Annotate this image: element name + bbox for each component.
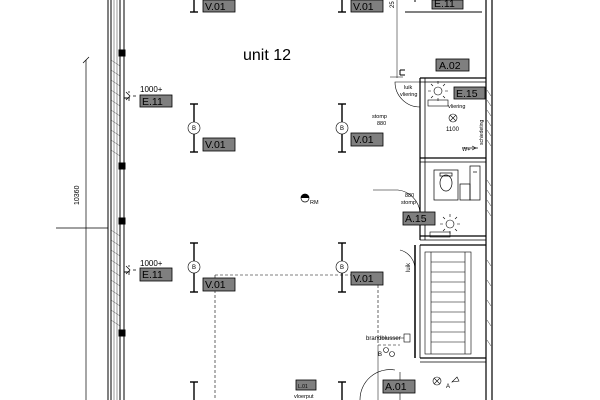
tag-l01: L.01: [295, 379, 317, 391]
fire-rating-upper: 1000+: [140, 85, 163, 94]
w-plus-label: W+: [462, 147, 470, 153]
tag-text: V.01: [353, 134, 374, 146]
dimension-10360: 10360: [74, 185, 81, 205]
wall-lamp-symbols: [125, 91, 136, 275]
tag-v01-mid-left: V.01: [202, 137, 236, 152]
service-walls: [399, 0, 493, 400]
sensor-b-2: B: [340, 126, 344, 132]
b-label: B: [378, 352, 382, 358]
stomp-label-2: 880: [377, 121, 386, 127]
staircase: [424, 251, 472, 355]
luik-vliering-label-2: vliering: [400, 92, 417, 98]
rm-symbol: [300, 193, 310, 203]
sensor-b-3: B: [192, 265, 196, 271]
tag-text: A.01: [385, 381, 407, 393]
extinguisher-symbol: [380, 333, 411, 357]
sensor-b-1: B: [192, 126, 196, 132]
tag-text: L.01: [298, 384, 308, 390]
tag-e11-left-lower: E.11: [139, 267, 173, 282]
luik-label: luik: [406, 262, 412, 272]
tag-e11-left-upper: E.11: [139, 94, 173, 108]
right-wall-hatch: [486, 89, 492, 347]
tag-v01-mid-right: V.01: [350, 132, 384, 147]
tag-text: A.15: [405, 213, 427, 225]
tag-a01: A.01: [382, 379, 416, 394]
dimension-line-height: [56, 56, 108, 400]
tag-text: V.01: [353, 273, 374, 285]
stomp-880-label-2: stomp: [401, 200, 416, 206]
tag-text: V.01: [205, 139, 226, 151]
vloerput-label: vloerput: [294, 394, 314, 400]
tag-text: E.11: [142, 269, 163, 281]
sensor-b-4: B: [340, 265, 344, 271]
tag-text: V.01: [353, 1, 374, 13]
brandblusser-label: brandblusser: [366, 336, 401, 342]
tag-text: E.11: [434, 0, 455, 10]
door-swings: [359, 81, 421, 400]
tag-a02: A.02: [435, 58, 470, 72]
tag-a15: A.15: [402, 211, 436, 226]
vliering-label: vliering: [448, 104, 465, 110]
tag-v01-top-left: V.01: [202, 0, 236, 13]
tag-text: A.02: [439, 60, 461, 72]
tag-text: E.15: [456, 88, 478, 100]
dimension-top: 25: [390, 1, 396, 8]
tag-v01-low-left: V.01: [202, 277, 236, 292]
n1100-label: 1100: [446, 127, 460, 133]
tag-text: E.11: [142, 96, 163, 108]
tag-text: V.01: [205, 1, 226, 13]
tag-v01-low-right: V.01: [350, 271, 384, 286]
a-label: A: [446, 384, 450, 390]
sensor-markers: [187, 121, 349, 274]
tag-text: V.01: [205, 279, 226, 291]
tag-e15: E.15: [453, 86, 486, 100]
tag-e11-top: E.11: [431, 0, 464, 10]
tag-v01-top-right: V.01: [350, 0, 384, 13]
fire-rating-lower: 1000+: [140, 259, 163, 268]
switch-arrow: [471, 145, 477, 151]
rm-label: RM: [310, 200, 319, 206]
room-title: unit 12: [243, 47, 291, 64]
ceiling-light-icons: [427, 81, 460, 386]
schiedeting-label: schiedeting: [479, 119, 485, 145]
left-facade-wall: [107, 0, 130, 400]
luik-vliering-label-1: luik: [404, 85, 413, 91]
stomp-880-label-1: 880: [405, 193, 414, 199]
stomp-label-1: stomp: [372, 114, 387, 120]
toilet-fixture: [433, 165, 481, 201]
